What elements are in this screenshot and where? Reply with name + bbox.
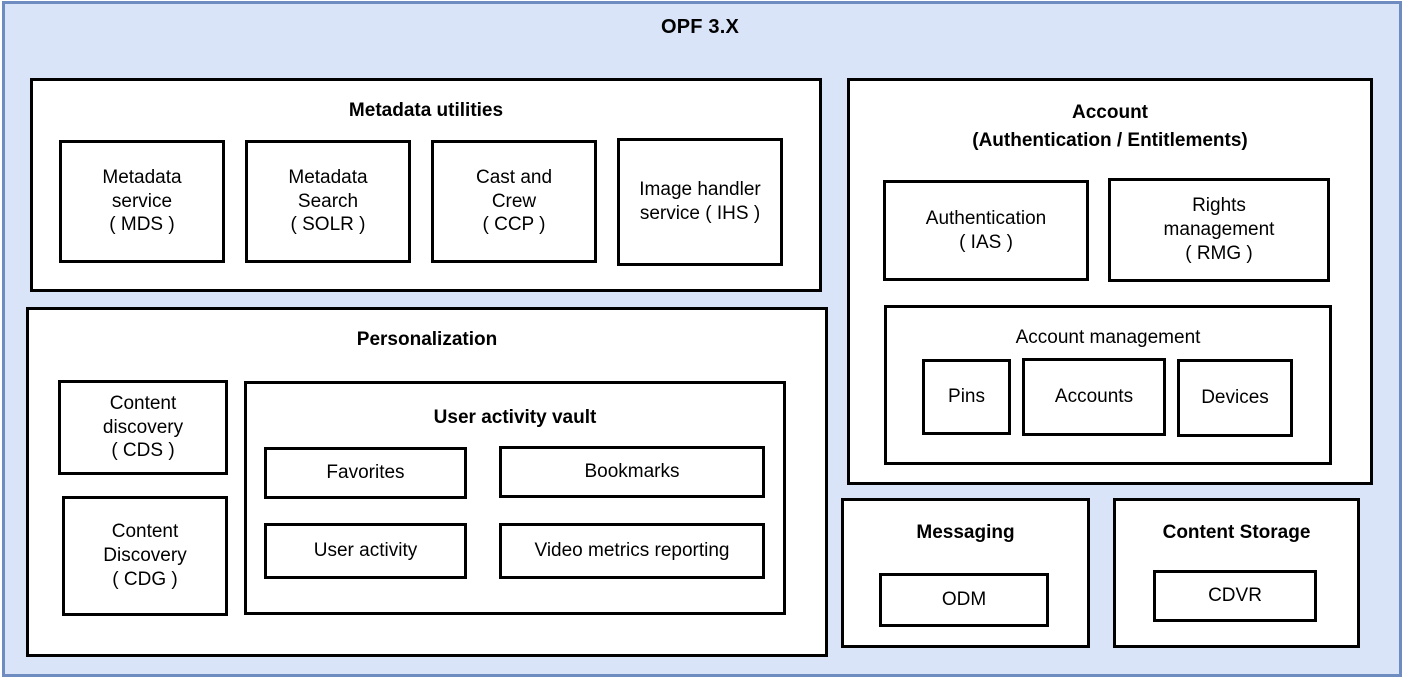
node-content-discovery-cdg[interactable]: Content Discovery ( CDG ) xyxy=(62,496,228,616)
node-devices[interactable]: Devices xyxy=(1177,359,1293,437)
group-account-title-line2: (Authentication / Entitlements) xyxy=(972,130,1248,151)
node-cast-and-crew[interactable]: Cast and Crew ( CCP ) xyxy=(431,140,597,263)
node-rights-management-rmg[interactable]: Rights management ( RMG ) xyxy=(1108,178,1330,282)
node-user-activity[interactable]: User activity xyxy=(264,523,467,579)
node-accounts[interactable]: Accounts xyxy=(1022,358,1166,436)
node-bookmarks[interactable]: Bookmarks xyxy=(499,446,765,498)
group-metadata-utilities-title: Metadata utilities xyxy=(348,100,504,121)
node-metadata-service[interactable]: Metadata service ( MDS ) xyxy=(59,140,225,263)
node-pins[interactable]: Pins xyxy=(922,359,1011,435)
group-personalization-title: Personalization xyxy=(356,329,498,350)
node-authentication-ias[interactable]: Authentication ( IAS ) xyxy=(883,180,1089,281)
node-metadata-search[interactable]: Metadata Search ( SOLR ) xyxy=(245,140,411,263)
group-account-title-line1: Account xyxy=(1072,102,1148,123)
group-messaging-title: Messaging xyxy=(916,522,1015,543)
node-odm[interactable]: ODM xyxy=(879,573,1049,627)
node-content-discovery-cds[interactable]: Content discovery ( CDS ) xyxy=(58,380,228,475)
node-image-handler-service[interactable]: Image handler service ( IHS ) xyxy=(617,138,783,266)
node-favorites[interactable]: Favorites xyxy=(264,447,467,499)
group-user-activity-vault-title: User activity vault xyxy=(433,407,597,428)
node-cdvr[interactable]: CDVR xyxy=(1153,570,1317,622)
group-account-management-title: Account management xyxy=(1015,327,1201,348)
group-content-storage-title: Content Storage xyxy=(1162,522,1311,543)
node-video-metrics-reporting[interactable]: Video metrics reporting xyxy=(499,523,765,579)
diagram-title: OPF 3.X xyxy=(660,16,740,38)
